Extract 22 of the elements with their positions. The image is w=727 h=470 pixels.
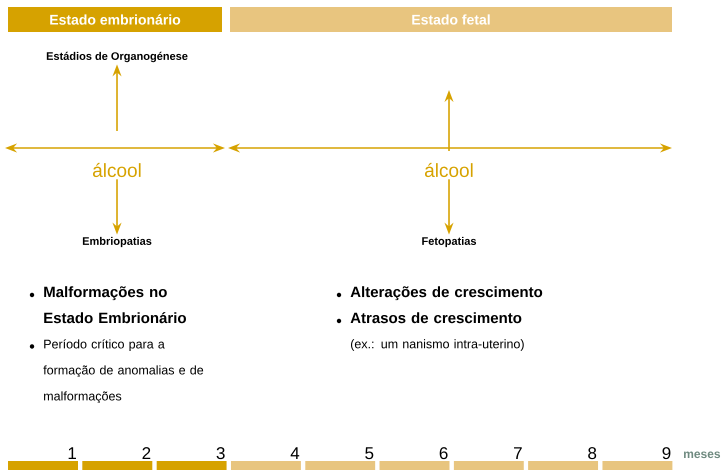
month-number: 1 [68,447,76,459]
heading-text: Estádios de Organogénese [46,52,188,62]
bullet-text: Alterações de crescimento [350,286,542,300]
agent-label: álcool [93,162,141,178]
heading-text: Embriopatias [82,236,152,248]
heading-text: Fetopatias [422,236,476,248]
bullet-text: (ex.: um nanismo intra-uterino) [350,339,524,351]
agent-label: álcool [424,162,473,178]
stage-band: Estado embrionário [8,7,222,32]
stage-band: Estado fetal [230,7,672,32]
unit-label: meses [684,452,720,458]
month-number: 6 [440,447,448,460]
month-number: 7 [514,447,522,459]
month-number: 8 [588,447,596,460]
month-number: 3 [216,447,225,460]
bullet-text: Atrasos de crescimento [350,312,522,324]
month-number: 4 [290,447,300,459]
month-number: 2 [142,447,150,459]
month-number: 5 [365,447,374,460]
bullet-text: Malformações no Estado Embrionário [44,286,186,324]
month-number: 9 [662,447,670,460]
bullet-text: Período crítico para a formação de anomalias e de malformações [43,339,204,404]
